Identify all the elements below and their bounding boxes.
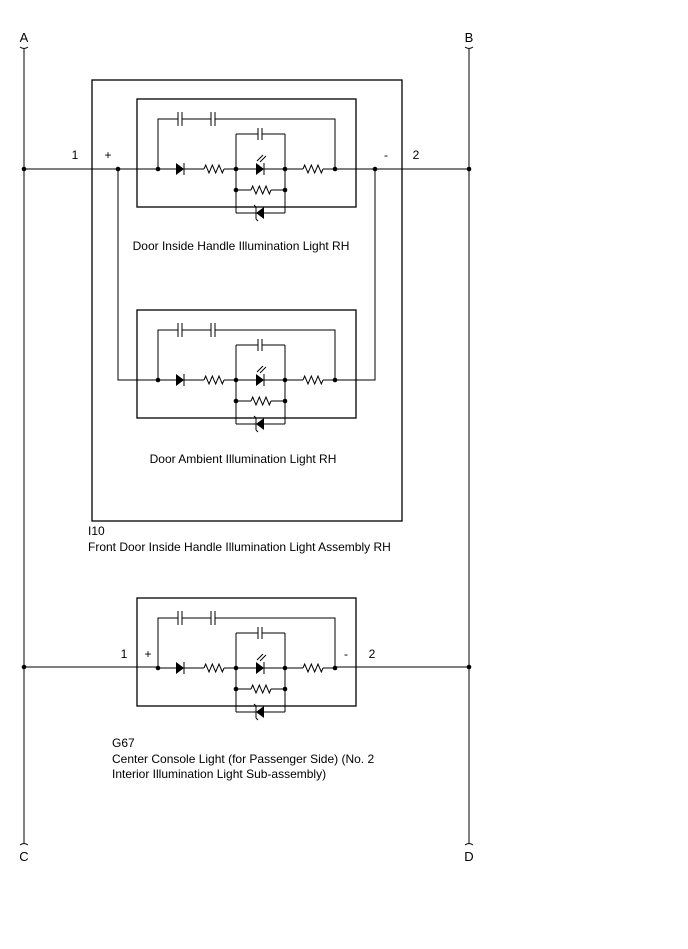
resistor-icon (302, 662, 324, 674)
resistor-icon (203, 163, 225, 175)
junction-dot (233, 166, 239, 172)
i10-pin-2: 2 (413, 148, 420, 162)
zener-bend (253, 204, 257, 208)
led-icon (256, 662, 264, 674)
junction-dot (282, 377, 288, 383)
g67-code: G67 (112, 736, 135, 750)
resistor-icon (250, 184, 272, 196)
led-emission-arrow (259, 654, 267, 662)
junction-dot (233, 398, 239, 404)
g67-minus-sign: - (344, 647, 348, 661)
diode-icon (176, 163, 184, 175)
door-inside-handle-light-label: Door Inside Handle Illumination Light RH (133, 239, 350, 253)
i10-left-junction (21, 166, 27, 172)
g67-plus-sign: + (144, 647, 151, 661)
junction-dot (332, 377, 338, 383)
zener-diode-icon (256, 207, 264, 219)
junction-dot (282, 398, 288, 404)
junction-dot (233, 665, 239, 671)
top-loop-left-wire (157, 617, 178, 668)
junction-dot (233, 686, 239, 692)
g67-left-junction (21, 664, 27, 670)
top-loop-right-wire (215, 329, 336, 380)
door-ambient-light-module (136, 309, 357, 433)
junction-dot (282, 187, 288, 193)
top-loop-right-wire (215, 118, 336, 169)
g67-pin-1: 1 (121, 647, 128, 661)
right-rail (464, 46, 474, 846)
led-emission-arrow (259, 366, 267, 374)
resistor-icon (250, 395, 272, 407)
diode-icon (176, 374, 184, 386)
resistor-icon (203, 374, 225, 386)
led-emission-arrow (256, 365, 264, 373)
junction-dot (155, 166, 161, 172)
i10-plus-branch-wire (117, 169, 158, 381)
junction-dot (332, 166, 338, 172)
junction-dot (233, 187, 239, 193)
top-loop-right-wire (215, 617, 336, 668)
module-frame (136, 597, 357, 707)
door-inside-handle-light-module (136, 98, 357, 222)
junction-dot (282, 686, 288, 692)
left-rail (19, 46, 29, 846)
terminal-b-label: B (465, 30, 474, 45)
g67-name-line1: Center Console Light (for Passenger Side… (112, 752, 374, 766)
g67-pin-2: 2 (369, 647, 376, 661)
module-frame (136, 98, 357, 208)
diode-icon (176, 662, 184, 674)
terminal-d-label: D (464, 849, 473, 864)
zener-bend (255, 429, 259, 433)
zener-bend (253, 415, 257, 419)
center-console-light-module (136, 597, 357, 721)
junction-dot (155, 665, 161, 671)
i10-name: Front Door Inside Handle Illumination Li… (88, 540, 391, 554)
led-icon (256, 374, 264, 386)
junction-dot (155, 377, 161, 383)
junction-dot (332, 665, 338, 671)
module-frame (136, 309, 357, 419)
terminal-c-label: C (19, 849, 28, 864)
i10-pin-1: 1 (72, 148, 79, 162)
led-icon (256, 163, 264, 175)
resistor-icon (250, 683, 272, 695)
zener-bend (253, 703, 257, 707)
junction-dot (282, 665, 288, 671)
top-loop-left-wire (157, 118, 178, 169)
resistor-icon (203, 662, 225, 674)
zener-diode-icon (256, 706, 264, 718)
zener-bend (255, 717, 259, 721)
terminal-a-label: A (20, 30, 29, 45)
resistor-icon (302, 374, 324, 386)
top-loop-left-wire (157, 329, 178, 380)
i10-plus-sign: + (104, 148, 111, 162)
junction-dot (282, 166, 288, 172)
led-emission-arrow (256, 154, 264, 162)
i10-minus-sign: - (384, 148, 388, 162)
zener-diode-icon (256, 418, 264, 430)
g67-right-junction (466, 664, 472, 670)
i10-code: I10 (88, 524, 105, 538)
led-emission-arrow (256, 653, 264, 661)
i10-minus-branch-wire (336, 169, 376, 381)
door-ambient-light-label: Door Ambient Illumination Light RH (150, 452, 337, 466)
g67-name-line2: Interior Illumination Light Sub-assembly… (112, 767, 326, 781)
resistor-icon (302, 163, 324, 175)
i10-right-junction (466, 166, 472, 172)
zener-bend (255, 218, 259, 222)
i10-assembly-box (91, 79, 403, 522)
junction-dot (233, 377, 239, 383)
led-emission-arrow (259, 155, 267, 163)
